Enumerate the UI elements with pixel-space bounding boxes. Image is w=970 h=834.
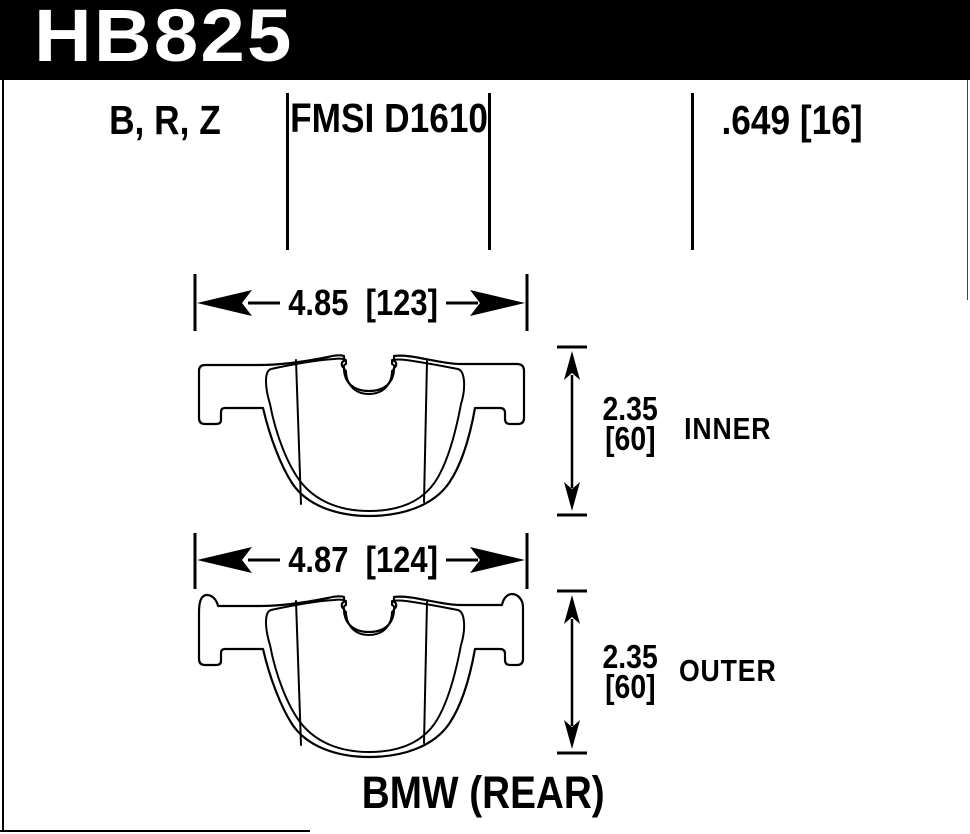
height-dimension-inner bbox=[557, 345, 587, 517]
width-dimension-inner bbox=[193, 274, 529, 331]
pad-thickness: .649 [16] bbox=[721, 96, 863, 143]
width-dimension-outer bbox=[193, 533, 529, 589]
inner-width-dim: 4.85 [123] bbox=[280, 282, 446, 324]
part-number: HB825 bbox=[34, 0, 294, 77]
outer-label: OUTER bbox=[679, 653, 777, 688]
outer-width-dim: 4.87 [124] bbox=[280, 539, 446, 581]
spec-divider-1 bbox=[286, 93, 289, 250]
height-dimension-outer bbox=[557, 589, 587, 755]
application-label: BMW (REAR) bbox=[361, 767, 605, 818]
inner-height-dim: 2.35 [60] bbox=[602, 390, 658, 457]
inner-label: INNER bbox=[684, 411, 772, 446]
spec-divider-2 bbox=[488, 93, 491, 250]
left-page-edge bbox=[2, 80, 4, 832]
header-bar: HB825 bbox=[0, 0, 970, 80]
outer-height-dim: 2.35 [60] bbox=[602, 638, 658, 705]
bottom-page-edge bbox=[0, 830, 310, 832]
compound-codes: B, R, Z bbox=[109, 96, 221, 143]
fmsi-number: FMSI D1610 bbox=[290, 94, 489, 141]
right-page-edge bbox=[967, 80, 968, 300]
spec-divider-3 bbox=[691, 93, 694, 250]
pad-diagram bbox=[193, 274, 587, 759]
pad-drawing-outer bbox=[197, 592, 525, 759]
pad-drawing-inner bbox=[197, 354, 526, 518]
